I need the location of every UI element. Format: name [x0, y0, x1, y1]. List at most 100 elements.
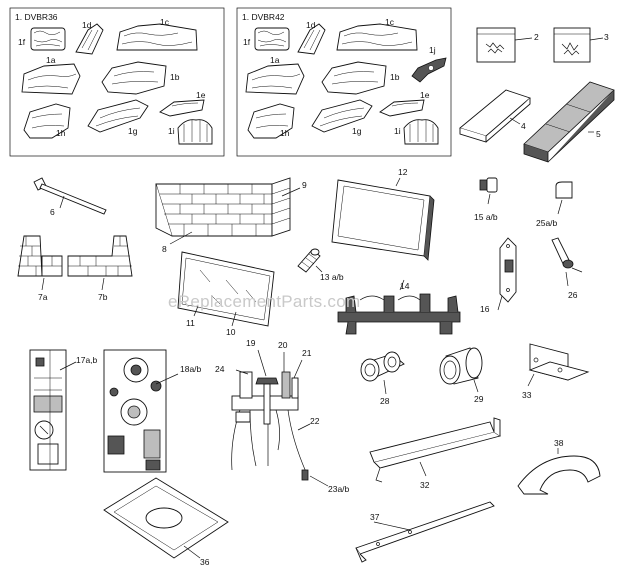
- part-8-brick-back-panel: 8: [155, 183, 273, 254]
- label-25: 25a/b: [536, 218, 558, 228]
- part-15-knob: 15 a/b: [474, 177, 498, 222]
- label-1c: 1c: [385, 17, 395, 27]
- part-26-igniter: 26: [551, 237, 583, 300]
- label-5: 5: [596, 129, 601, 139]
- part-13-fitting: 13 a/b: [297, 248, 344, 282]
- label-1i: 1i: [394, 126, 401, 136]
- label-1e: 1e: [420, 90, 430, 100]
- label-10: 10: [226, 327, 236, 337]
- label-1f: 1f: [243, 37, 251, 47]
- log-1h: [23, 103, 71, 139]
- label-14: 14: [400, 281, 410, 291]
- log-1i: [177, 119, 213, 145]
- label-1b: 1b: [170, 72, 180, 82]
- label-1d: 1d: [82, 20, 92, 30]
- label-3: 3: [604, 32, 609, 42]
- part-38-shield: 38: [517, 438, 601, 495]
- part-12-glass-frame: 12: [331, 167, 435, 261]
- log-1f: [254, 27, 290, 51]
- log-1c: [116, 23, 198, 51]
- label-13: 13 a/b: [320, 272, 344, 282]
- log-1g: [311, 99, 373, 133]
- log-1g: [87, 99, 149, 133]
- label-18: 18a/b: [180, 364, 202, 374]
- part-3-hardware-bag: 3: [553, 27, 609, 63]
- label-36: 36: [200, 557, 210, 567]
- part-14-burner: 14: [337, 279, 461, 335]
- part-16-switch: 16: [480, 237, 517, 314]
- label-7b: 7b: [98, 292, 108, 302]
- part-11-gasket: 11: [186, 305, 199, 328]
- log-1a: [21, 63, 81, 95]
- part-18-gas-valve: 18a/b: [103, 349, 202, 473]
- label-9: 9: [302, 180, 307, 190]
- label-6: 6: [50, 207, 55, 217]
- label-7a: 7a: [38, 292, 48, 302]
- label-4: 4: [521, 121, 526, 131]
- part-10-glass-panel: 10: [177, 251, 275, 337]
- label-2: 2: [534, 32, 539, 42]
- log-1d: [297, 23, 326, 55]
- label-26: 26: [568, 290, 578, 300]
- label-1i: 1i: [168, 126, 175, 136]
- kit-header: 1. DVBR36: [15, 12, 58, 22]
- label-1b: 1b: [390, 72, 400, 82]
- label-1a: 1a: [46, 55, 56, 65]
- label-20: 20: [278, 340, 288, 350]
- label-19: 19: [246, 338, 256, 348]
- label-1g: 1g: [128, 126, 138, 136]
- kit-box-dvbr36: 1. DVBR36: [9, 7, 225, 157]
- log-1c: [336, 23, 418, 51]
- part-9-brick-side: 9: [271, 177, 307, 237]
- log-1e: [159, 99, 205, 117]
- label-16: 16: [480, 304, 490, 314]
- label-22: 22: [310, 416, 320, 426]
- part-37-angle-strip: 37: [355, 501, 495, 563]
- part-36-plate: 36: [103, 477, 229, 567]
- label-1h: 1h: [56, 128, 66, 138]
- part-7b-side-panel: 7b: [67, 235, 133, 302]
- part-25-label: 25a/b: [536, 181, 573, 228]
- log-1d: [75, 23, 104, 55]
- kit-header: 1. DVBR42: [242, 12, 285, 22]
- log-1a: [245, 63, 305, 95]
- log-1b: [101, 61, 167, 95]
- log-1j: [411, 57, 447, 83]
- part-6-rod: 6: [33, 177, 107, 217]
- part-17-control-module: 17a,b: [29, 349, 98, 471]
- part-2-hardware-bag: 2: [476, 27, 539, 63]
- watermark: eReplacementParts.com: [168, 292, 360, 311]
- label-1f: 1f: [18, 37, 26, 47]
- label-1j: 1j: [429, 45, 436, 55]
- label-8: 8: [162, 244, 167, 254]
- part-29-sleeve: 29: [439, 347, 484, 404]
- log-1i: [403, 119, 439, 145]
- label-28: 28: [380, 396, 390, 406]
- label-37: 37: [370, 512, 380, 522]
- log-1e: [379, 99, 425, 117]
- label-32: 32: [420, 480, 430, 490]
- part-5-panel: 5: [523, 81, 615, 163]
- label-33: 33: [522, 390, 532, 400]
- label-17: 17a,b: [76, 355, 98, 365]
- label-1g: 1g: [352, 126, 362, 136]
- label-21: 21: [302, 348, 312, 358]
- kit-box-dvbr42: 1. DVBR42: [236, 7, 452, 157]
- label-11: 11: [186, 318, 195, 328]
- label-29: 29: [474, 394, 484, 404]
- part-4-pad: 4: [459, 89, 531, 143]
- label-1a: 1a: [270, 55, 280, 65]
- label-24: 24: [215, 364, 225, 374]
- part-32-channel: 32: [369, 417, 502, 490]
- label-23: 23a/b: [328, 484, 350, 494]
- label-1c: 1c: [160, 17, 170, 27]
- part-33-bracket: 33: [522, 343, 590, 400]
- label-15: 15 a/b: [474, 212, 498, 222]
- part-7a-side-panel: 7a: [17, 235, 63, 302]
- log-1b: [321, 61, 387, 95]
- label-1h: 1h: [280, 128, 290, 138]
- part-pilot-assembly: 24 19 20 21 22 23a/b: [215, 338, 350, 494]
- label-12: 12: [398, 167, 408, 177]
- part-28-restrictor: 28: [360, 351, 405, 406]
